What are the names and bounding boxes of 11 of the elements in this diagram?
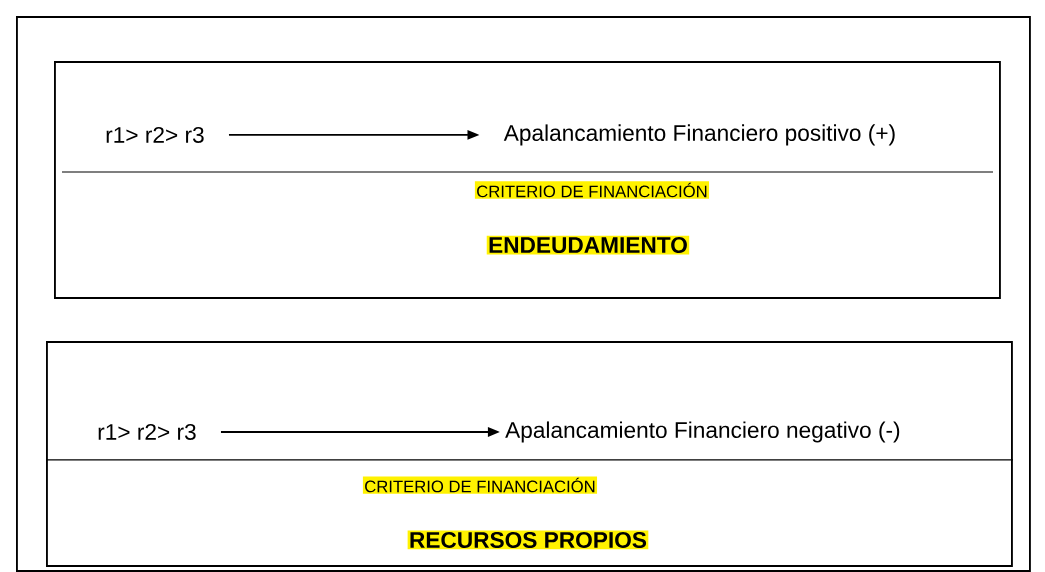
formula-text: r1> r2> r3: [98, 423, 196, 440]
content-box: [46, 341, 1013, 567]
formula-text: Apalancamiento Financiero negativo (-): [505, 421, 900, 443]
formula-text: Apalancamiento Financiero positivo (+): [503, 124, 895, 146]
highlighted-heading: CRITERIO DE FINANCIACIÓN: [474, 181, 710, 199]
highlighted-title: ENDEUDAMIENTO: [486, 235, 690, 255]
formula-text: r1> r2> r3: [106, 126, 204, 143]
page-frame: [16, 16, 1031, 572]
content-box: [54, 61, 1001, 299]
highlighted-heading: CRITERIO DE FINANCIACIÓN: [362, 476, 598, 494]
highlighted-title: RECURSOS PROPIOS: [407, 530, 649, 550]
